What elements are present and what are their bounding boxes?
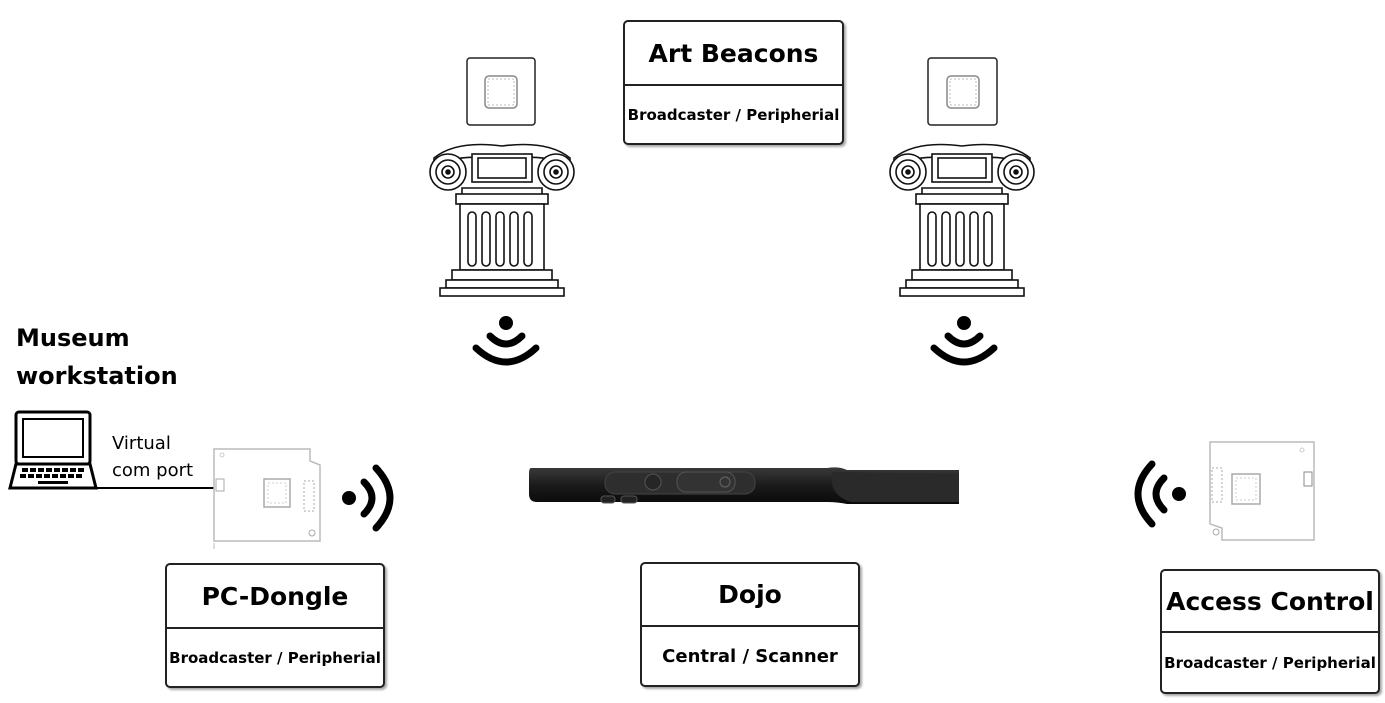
- wireless-signal-dongle-icon: [342, 464, 394, 532]
- pc-dongle-role: Broadcaster / Peripherial: [169, 648, 381, 667]
- beacon-chip-left-icon: [466, 57, 536, 126]
- access-control-board-icon: [1209, 441, 1315, 541]
- art-beacons-title: Art Beacons: [625, 22, 842, 86]
- wireless-signal-right-icon: [930, 316, 998, 366]
- access-control-role: Broadcaster / Peripherial: [1164, 653, 1376, 672]
- dojo-device-icon: [529, 467, 959, 504]
- access-control-box: Access Control Broadcaster / Peripherial: [1160, 569, 1380, 694]
- pc-dongle-title: PC-Dongle: [167, 565, 383, 629]
- workstation-label-line1: Museum: [16, 324, 130, 352]
- pc-dongle-board-icon: [213, 448, 321, 549]
- art-beacons-role: Broadcaster / Peripherial: [627, 105, 840, 124]
- com-port-label-line1: Virtual: [112, 433, 171, 454]
- dojo-title: Dojo: [642, 564, 858, 627]
- access-control-title: Access Control: [1162, 571, 1378, 633]
- art-beacons-box: Art Beacons Broadcaster / Peripherial: [623, 20, 844, 145]
- column-left-icon: [429, 143, 575, 297]
- wireless-signal-access-icon: [1134, 460, 1186, 528]
- workstation-label-line2: workstation: [16, 362, 178, 390]
- laptop-icon: [8, 410, 98, 490]
- beacon-chip-right-icon: [927, 57, 998, 126]
- pc-dongle-box: PC-Dongle Broadcaster / Peripherial: [165, 563, 385, 688]
- column-right-icon: [889, 143, 1035, 297]
- dojo-box: Dojo Central / Scanner: [640, 562, 860, 687]
- connection-line: [96, 487, 220, 489]
- com-port-label-line2: com port: [112, 460, 194, 481]
- wireless-signal-left-icon: [472, 316, 540, 366]
- dojo-role: Central / Scanner: [662, 645, 838, 667]
